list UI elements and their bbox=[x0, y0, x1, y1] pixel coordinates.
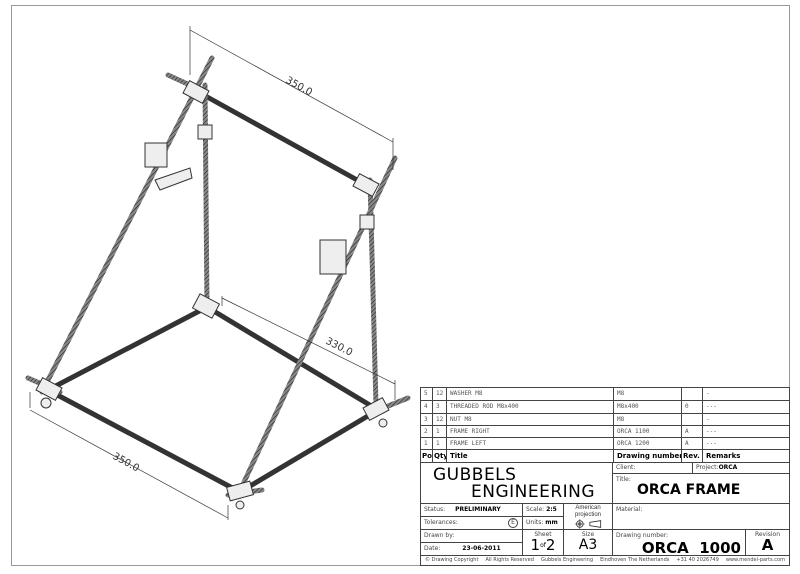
date-label: Date: bbox=[424, 545, 441, 552]
footer-location: Eindhoven The Netherlands bbox=[600, 557, 670, 563]
units-label: Units: bbox=[526, 519, 544, 526]
drawing-number-value: ORCA 1000 bbox=[641, 539, 741, 556]
units-value: mm bbox=[545, 519, 558, 526]
dimension-front: 350.0 bbox=[111, 451, 141, 475]
dimension-top: 350.0 bbox=[284, 75, 314, 99]
drawing-number-cell: M8 bbox=[613, 387, 682, 401]
date-value: 23-06-2011 bbox=[462, 545, 501, 552]
material-field: Material: bbox=[612, 503, 790, 530]
scale-field: Scale: 2:5 bbox=[522, 503, 564, 517]
header-rev: Rev. bbox=[681, 449, 703, 463]
scale-value: 2:5 bbox=[546, 506, 557, 513]
american-projection-icon bbox=[574, 519, 602, 529]
qty-cell: 12 bbox=[432, 387, 447, 401]
sheet-field: Sheet 1of2 bbox=[522, 529, 564, 556]
size-field: Size A3 bbox=[563, 529, 613, 556]
company-name-line1: GUBBELS bbox=[433, 465, 517, 485]
sheet-number: 1 bbox=[530, 536, 541, 554]
title-cell: WASHER M8 bbox=[446, 387, 614, 401]
header-qty: Qty. bbox=[432, 449, 447, 463]
header-drawing-number: Drawing number bbox=[613, 449, 682, 463]
rod-right-diagonal bbox=[235, 155, 398, 498]
copyright-footer: © Drawing Copyright All Rights Reserved … bbox=[420, 555, 790, 566]
title-value: ORCA FRAME bbox=[637, 482, 741, 498]
header-remarks: Remarks bbox=[702, 449, 790, 463]
project-label: Project: bbox=[696, 464, 719, 471]
revision-value: A bbox=[761, 536, 774, 554]
rod-left-bottom bbox=[45, 304, 210, 393]
remarks-cell: - bbox=[702, 387, 790, 401]
footer-copyright: © Drawing Copyright bbox=[425, 557, 479, 563]
rod-back-bottom bbox=[204, 304, 381, 413]
tolerances-label: Tolerances: bbox=[424, 519, 458, 526]
title-field: Title: ORCA FRAME bbox=[612, 473, 790, 504]
project-value: ORCA bbox=[718, 464, 738, 471]
drawing-number-label: Drawing number: bbox=[616, 532, 669, 539]
dimension-lines bbox=[29, 26, 396, 520]
qty-cell: 3 bbox=[432, 400, 447, 414]
footer-company: Gubbels Engineering bbox=[540, 557, 594, 563]
projection-label: American projection bbox=[574, 505, 601, 518]
rod-top bbox=[197, 90, 371, 189]
drawing-number-field: Drawing number: ORCA 1000 bbox=[612, 529, 746, 556]
drawing-number-cell: M8x400 bbox=[613, 400, 682, 414]
rod-front-right bbox=[237, 407, 381, 495]
rod-left-vertical bbox=[202, 82, 210, 310]
rev-cell: 0 bbox=[681, 400, 703, 414]
material-label: Material: bbox=[616, 506, 643, 513]
date-field: Date: 23-06-2011 bbox=[420, 542, 523, 556]
sheet-of: of bbox=[540, 542, 546, 549]
dimension-right: 330.0 bbox=[324, 336, 355, 359]
sheet-label: Sheet bbox=[534, 531, 552, 538]
drawing-border bbox=[11, 5, 790, 566]
revision-label: Revision bbox=[754, 531, 781, 538]
title-cell: THREADED ROD M8x400 bbox=[446, 400, 614, 414]
footer-rights: All Rights Reserved bbox=[485, 557, 534, 563]
size-value: A3 bbox=[578, 537, 598, 553]
threaded-rods bbox=[25, 55, 411, 498]
company-name-line2: ENGINEERING bbox=[471, 482, 596, 502]
title-label: Title: bbox=[616, 476, 631, 483]
drawn-by-label: Drawn by: bbox=[424, 532, 455, 539]
status-field: Status: PRELIMINARY bbox=[420, 503, 523, 517]
footer-website: www.mendel-parts.com bbox=[725, 557, 785, 563]
tolerance-standard-icon: E bbox=[508, 518, 518, 528]
revision-field: Revision A bbox=[745, 529, 790, 556]
rev-cell bbox=[681, 387, 703, 401]
units-field: Units: mm bbox=[522, 516, 564, 530]
client-label: Client: bbox=[616, 464, 636, 471]
rod-front-left bbox=[45, 387, 243, 495]
projection-field: American projection bbox=[563, 503, 613, 530]
size-label: Size bbox=[581, 531, 595, 538]
footer-phone: +31 40 2026749 bbox=[676, 557, 719, 563]
header-title: Title bbox=[446, 449, 614, 463]
remarks-cell: --- bbox=[702, 400, 790, 414]
frame-brackets bbox=[35, 79, 390, 510]
drawn-by-field: Drawn by: bbox=[420, 529, 523, 543]
status-label: Status: bbox=[424, 506, 446, 513]
rod-left-diagonal bbox=[39, 55, 215, 395]
sheet-total: 2 bbox=[545, 536, 556, 554]
scale-label: Scale: bbox=[526, 506, 545, 513]
status-value: PRELIMINARY bbox=[455, 506, 501, 513]
tolerances-field: Tolerances: E bbox=[420, 516, 523, 530]
company-logo: GUBBELS ENGINEERING bbox=[420, 462, 613, 504]
